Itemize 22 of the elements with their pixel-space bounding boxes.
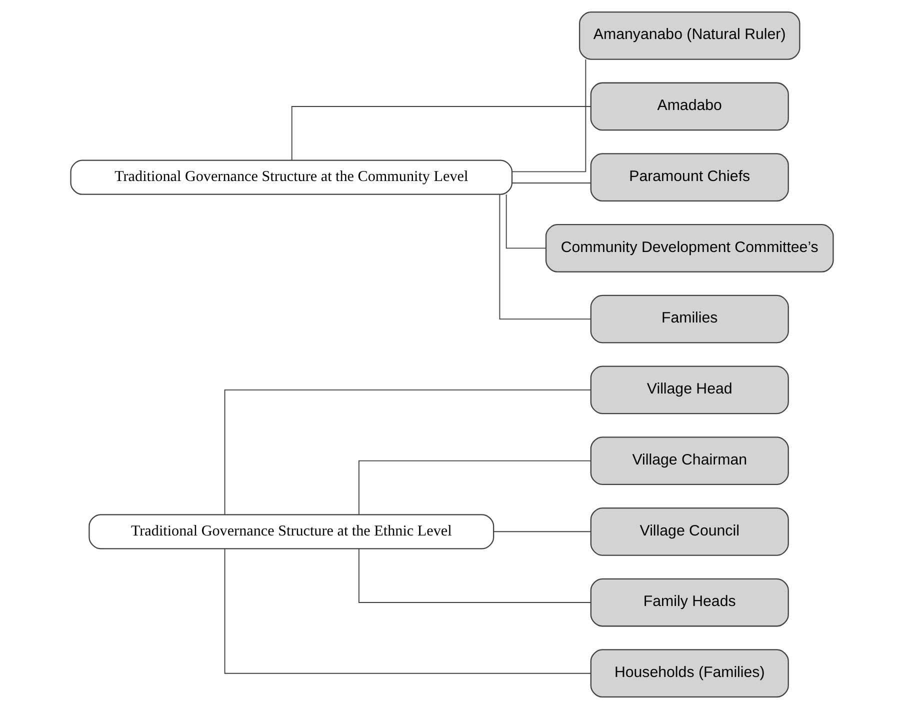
node-box: Families [590,294,789,344]
node-box: Family Heads [590,578,789,627]
connector [358,460,592,515]
node-box: Traditional Governance Structure at the Ethnic Level [88,514,494,550]
connector [358,548,592,603]
node-box: Paramount Chiefs [590,153,789,202]
connector [224,548,592,674]
node-box: Amanyanabo (Natural Ruler) [578,11,800,60]
connector [506,194,546,249]
node-box: Community Development Committee’s [545,224,834,272]
connector [224,389,592,516]
node-box: Traditional Governance Structure at the Community Level [70,160,513,195]
connector [493,531,592,532]
node-box: Village Council [590,507,789,556]
connector [512,58,586,172]
node-box: Village Head [590,366,789,414]
connector [291,106,592,161]
node-box: Amadabo [590,82,789,131]
node-box: Households (Families) [590,649,789,698]
connector [512,182,592,184]
node-box: Village Chairman [590,436,789,485]
connector [499,194,592,320]
